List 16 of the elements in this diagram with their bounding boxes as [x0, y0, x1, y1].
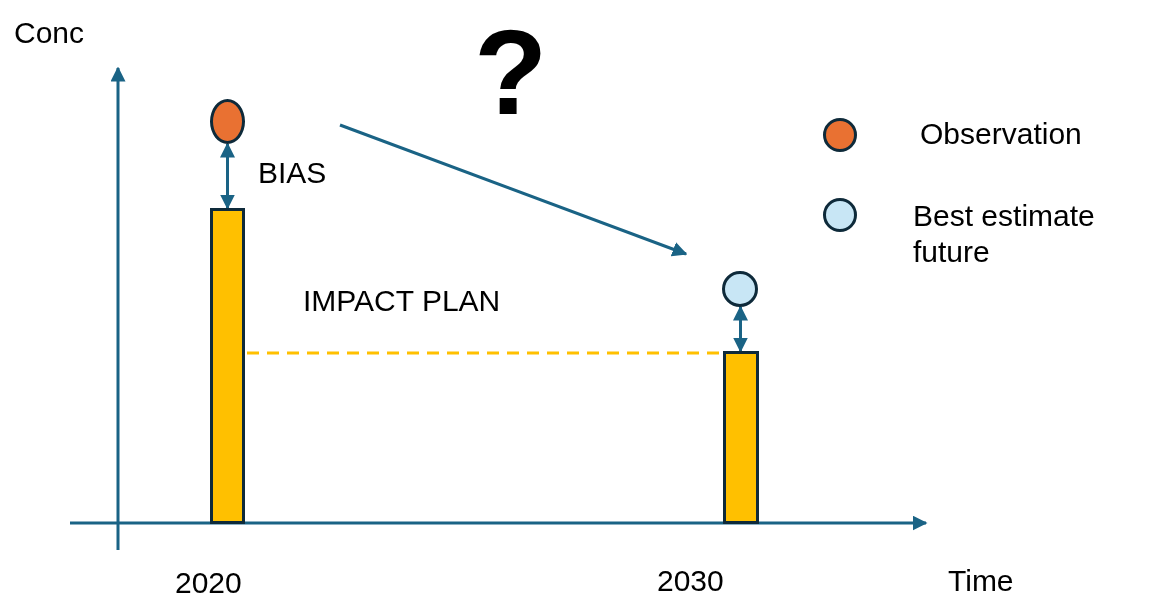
concentration-bar: [210, 208, 245, 524]
legend-text: Observation: [920, 116, 1083, 152]
axis-title: Time: [948, 566, 1014, 596]
dashed-line: [247, 351, 721, 355]
data-point-circle: [722, 271, 758, 307]
year-label: 2020: [175, 568, 242, 598]
year-label: 2030: [657, 566, 724, 596]
double-arrow: [733, 305, 748, 353]
bias-label: BIAS: [258, 158, 327, 188]
question-mark: ?: [474, 12, 548, 132]
axis-title: Conc: [14, 18, 85, 48]
data-point-circle: [210, 99, 245, 144]
impact-label: IMPACT PLAN: [303, 286, 501, 316]
double-arrow: [220, 142, 235, 210]
concentration-bar: [723, 351, 759, 524]
legend-text: Best estimate future: [913, 198, 1096, 270]
